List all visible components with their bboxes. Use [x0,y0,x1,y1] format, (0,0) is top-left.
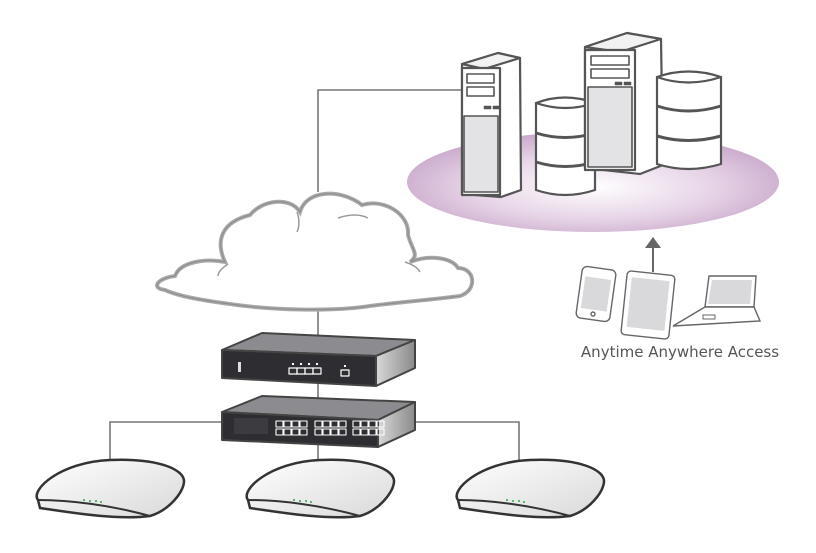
switch-port [275,428,284,436]
switch-port [314,428,323,436]
upload-arrow-icon [645,237,661,272]
switch-port [352,420,361,428]
smartphone-icon [575,265,617,323]
switch-port [291,428,300,436]
switch-port [330,428,339,436]
switch-port [352,428,361,436]
switch-port [338,420,347,428]
switch-port [360,420,369,428]
switch-port [376,428,385,436]
switch-port [376,420,385,428]
laptop-icon [672,275,762,327]
access-point-icon [35,458,186,519]
server-icon [583,31,665,176]
switch-port [283,428,292,436]
database-icon [655,70,723,171]
caption-anytime-anywhere-access: Anytime Anywhere Access [580,343,780,361]
switch-port [368,428,377,436]
switch-port [314,420,323,428]
links [109,89,520,462]
server-icon [460,51,523,199]
switch-port [283,420,292,428]
switch-port [330,420,339,428]
link-servers-cloud [317,89,461,192]
switch-port [299,428,308,436]
cloud-icon [155,191,475,312]
switch-port [360,428,369,436]
router-icon [221,332,416,387]
switch-icon [221,395,416,448]
link-switch-ap1 [109,421,222,462]
switch-port [322,428,331,436]
switch-ports [275,420,385,436]
switch-port [291,420,300,428]
link-switch-ap3 [415,421,520,462]
tablet-icon [620,270,676,340]
switch-port [338,428,347,436]
switch-port [368,420,377,428]
switch-port [275,420,284,428]
switch-port [322,420,331,428]
switch-port [299,420,308,428]
access-point-icon [455,458,606,519]
access-point-icon [245,458,396,519]
